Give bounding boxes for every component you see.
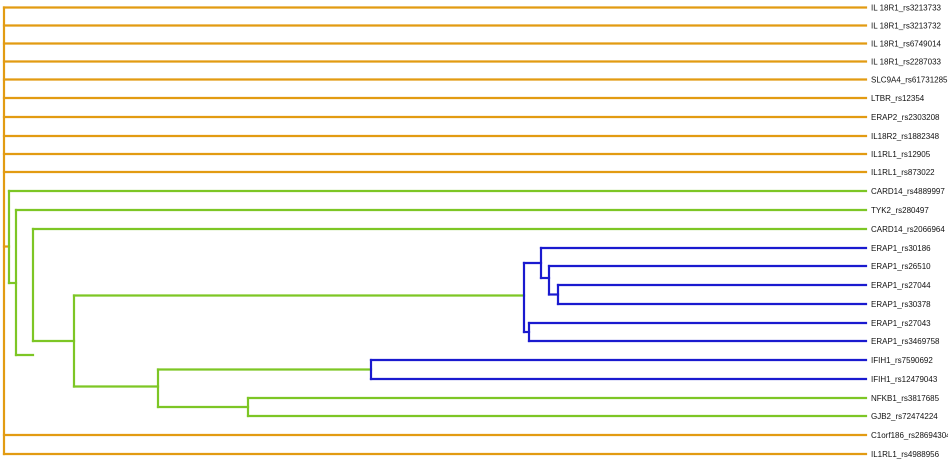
leaf-label: IL1RL1_rs4988956 xyxy=(871,450,940,459)
leaf-label: ERAP1_rs30186 xyxy=(871,244,931,253)
leaf-label: IL1RL1_rs12905 xyxy=(871,150,931,159)
leaf-label: IL 18R1_rs6749014 xyxy=(871,40,942,49)
leaf-label: IFIH1_rs12479043 xyxy=(871,375,938,384)
leaf-labels: IL 18R1_rs3213733 IL 18R1_rs3213732 IL 1… xyxy=(871,4,948,460)
leaf-label: IL18R2_rs1882348 xyxy=(871,132,940,141)
leaf-label: IL 18R1_rs3213733 xyxy=(871,4,942,13)
leaf-label: CARD14_rs4889997 xyxy=(871,187,945,196)
leaf-label: ERAP1_rs27044 xyxy=(871,281,931,290)
leaf-label: ERAP1_rs3469758 xyxy=(871,337,940,346)
leaf-label: SLC9A4_rs61731285 xyxy=(871,76,948,85)
leaf-label: IL1RL1_rs873022 xyxy=(871,168,935,177)
leaf-label: LTBR_rs12354 xyxy=(871,94,925,103)
leaf-label: ERAP1_rs27043 xyxy=(871,319,931,328)
leaf-label: GJB2_rs72474224 xyxy=(871,412,938,421)
leaf-label: NFKB1_rs3817685 xyxy=(871,394,940,403)
leaf-label: ERAP1_rs26510 xyxy=(871,262,931,271)
leaf-label: TYK2_rs280497 xyxy=(871,206,929,215)
leaf-label: IL 18R1_rs3213732 xyxy=(871,22,942,31)
leaf-label: ERAP2_rs2303208 xyxy=(871,113,940,122)
leaf-label: ERAP1_rs30378 xyxy=(871,300,931,309)
dendrogram-branches xyxy=(2,6,868,456)
leaf-label: IFIH1_rs7590692 xyxy=(871,356,933,365)
leaf-label: C1orf186_rs28694304 xyxy=(871,431,948,440)
leaf-label: IL 18R1_rs2287033 xyxy=(871,58,942,67)
leaf-label: CARD14_rs2066964 xyxy=(871,225,945,234)
